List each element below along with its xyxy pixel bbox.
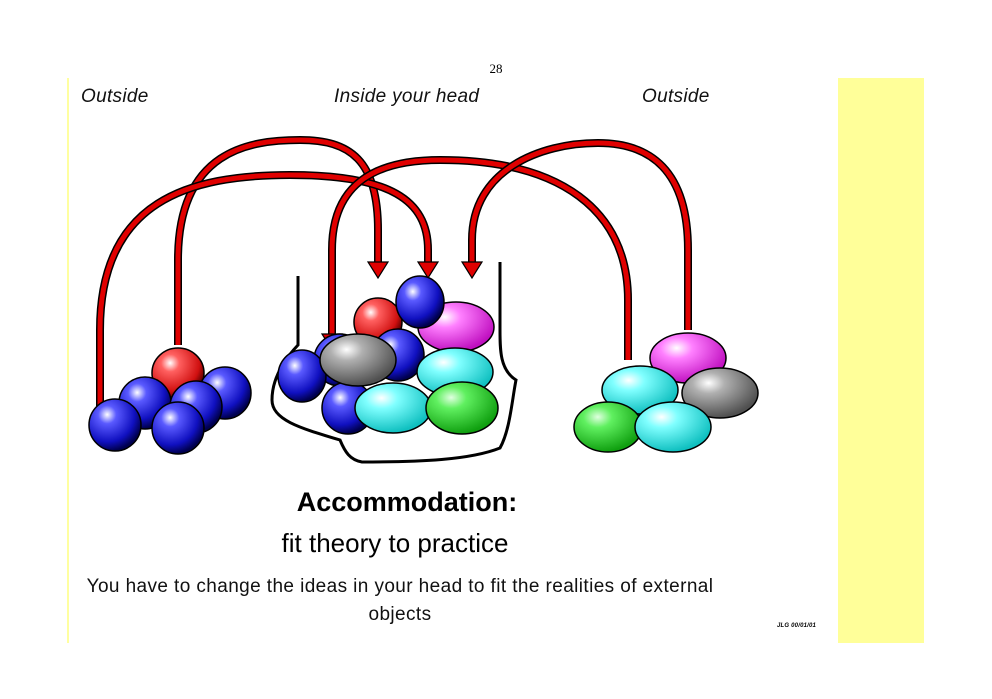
label-outside-left: Outside (81, 86, 149, 107)
slide-subtitle: fit theory to practice (281, 528, 509, 558)
left-object-cluster (88, 347, 252, 455)
right-object-cluster (573, 332, 759, 453)
label-inside-head: Inside your head (334, 86, 480, 107)
green-ball (573, 401, 643, 453)
corner-stamp: JLG 00/01/01 (777, 623, 817, 629)
arrowhead-4 (460, 261, 484, 280)
blue-ball (151, 401, 205, 455)
head-outline (270, 262, 518, 464)
center-object-cluster (277, 275, 499, 435)
cyan-ball (634, 401, 712, 453)
arrowhead-1 (366, 261, 390, 280)
gray-ball (681, 367, 759, 419)
label-outside-right: Outside (642, 86, 710, 107)
gray-ball (319, 333, 397, 387)
cyan-ball (354, 382, 432, 434)
blue-ball (88, 398, 142, 452)
left-margin-rule (67, 78, 69, 643)
blue-ball (395, 275, 445, 329)
slide-title: Accommodation: (296, 487, 518, 517)
description-text: You have to change the ideas in your hea… (86, 576, 714, 625)
blue-ball (277, 349, 327, 403)
arrow-group (96, 135, 692, 410)
page-number: 28 (489, 61, 503, 76)
yellow-side-panel (838, 78, 924, 643)
arrowhead-2 (416, 261, 440, 280)
green-ball (425, 381, 499, 435)
